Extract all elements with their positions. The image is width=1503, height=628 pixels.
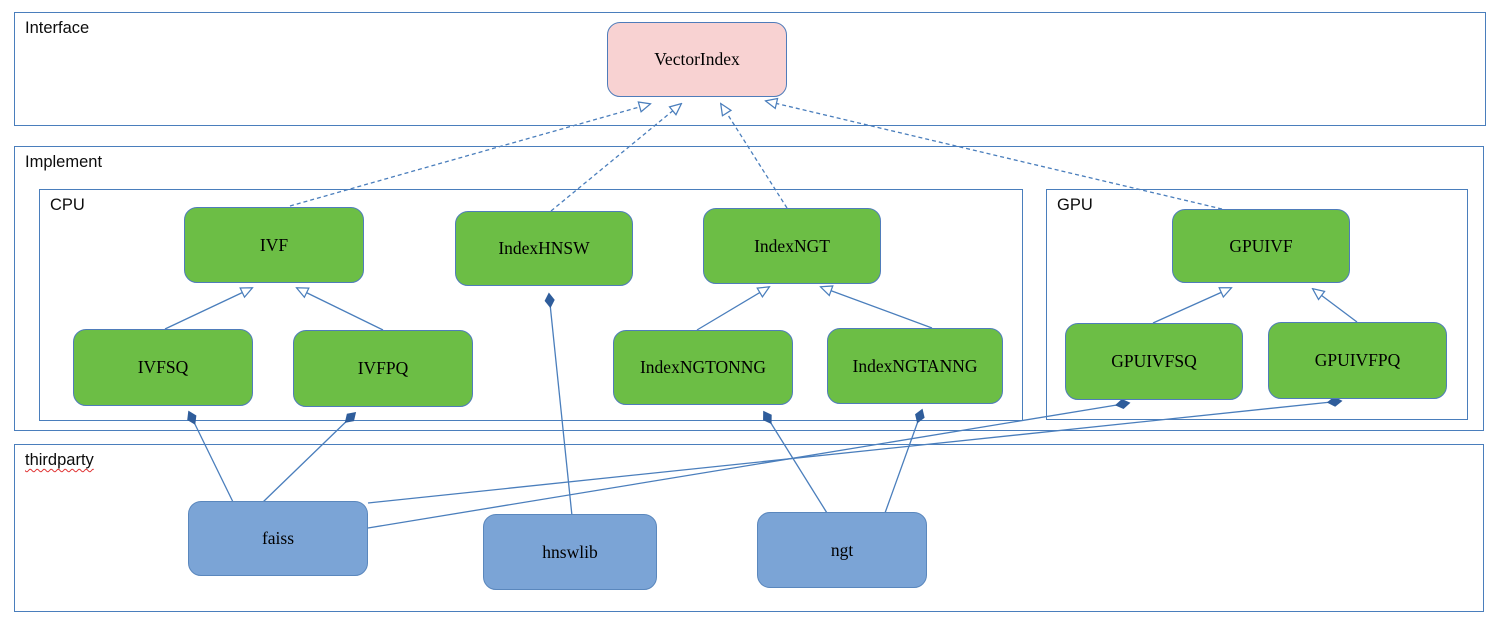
node-indexhnsw: IndexHNSW — [455, 211, 633, 286]
node-ivf: IVF — [184, 207, 364, 283]
section-implement-label: Implement — [25, 153, 103, 171]
node-ivfsq: IVFSQ — [73, 329, 253, 406]
edge-ngt-indexngtonng — [763, 410, 828, 514]
section-cpu: CPU — [39, 189, 1023, 421]
section-gpu: GPU — [1046, 189, 1468, 420]
edge-hnswlib-indexhnsw — [544, 292, 573, 517]
node-indexngtanng: IndexNGTANNG — [827, 328, 1003, 404]
edge-ngt-indexngtanng — [884, 408, 925, 514]
node-gpuivfsq: GPUIVFSQ — [1065, 323, 1243, 400]
edge-gpuivfpq-gpuivf — [1313, 289, 1358, 323]
section-thirdparty: thirdparty — [14, 444, 1484, 612]
section-thirdparty-label: thirdparty — [25, 451, 94, 469]
section-cpu-label: CPU — [50, 196, 85, 214]
node-faiss: faiss — [188, 501, 368, 576]
edge-ivfsq-ivf — [164, 288, 252, 330]
edge-gpuivfsq-gpuivf — [1152, 288, 1231, 324]
node-gpuivfpq: GPUIVFPQ — [1268, 322, 1447, 399]
edge-faiss-ivfpq — [262, 411, 357, 503]
node-gpuivf: GPUIVF — [1172, 209, 1350, 283]
section-interface: Interface — [14, 12, 1486, 126]
section-gpu-label: GPU — [1057, 196, 1093, 214]
edge-indexngtonng-indexngt — [696, 287, 769, 331]
section-implement: Implement — [14, 146, 1484, 431]
edge-indexhnsw-vectorindex — [550, 104, 681, 212]
edge-indexngt-vectorindex — [721, 104, 788, 209]
node-indexngtonng: IndexNGTONNG — [613, 330, 793, 405]
edge-ivf-vectorindex — [289, 104, 650, 207]
edge-faiss-gpuivfsq — [367, 399, 1131, 529]
edge-faiss-gpuivfpq — [367, 396, 1343, 504]
edge-gpuivf-vectorindex — [766, 101, 1223, 210]
edge-faiss-ivfsq — [187, 410, 234, 503]
edge-ivfpq-ivf — [297, 288, 384, 331]
edge-indexngtanng-indexngt — [821, 287, 933, 329]
node-hnswlib: hnswlib — [483, 514, 657, 590]
section-interface-label: Interface — [25, 19, 90, 37]
node-indexngt: IndexNGT — [703, 208, 881, 284]
node-vectorindex: VectorIndex — [607, 22, 787, 97]
node-ivfpq: IVFPQ — [293, 330, 473, 407]
node-ngt: ngt — [757, 512, 927, 588]
